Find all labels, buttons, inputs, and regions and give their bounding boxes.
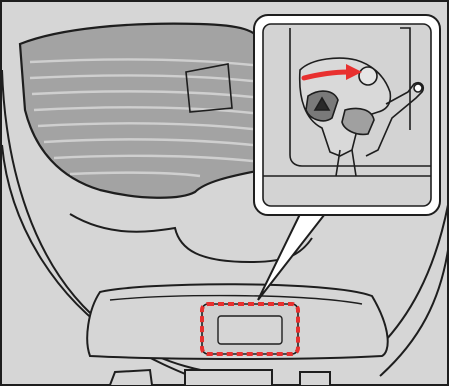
- switch-button: [218, 316, 282, 344]
- latch-pivot: [359, 67, 377, 85]
- callout-bubble: [254, 15, 440, 215]
- spring-anchor: [414, 84, 422, 92]
